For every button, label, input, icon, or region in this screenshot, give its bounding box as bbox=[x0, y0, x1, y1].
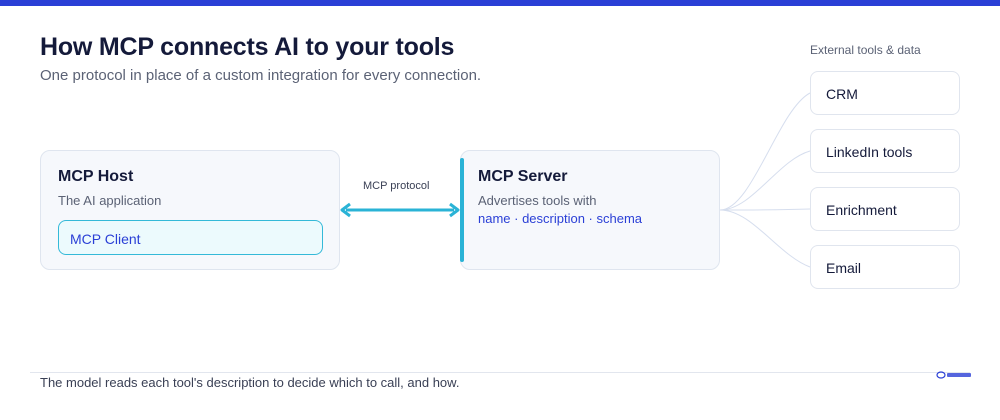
server-accent-bar bbox=[460, 158, 464, 262]
footer-note: The model reads each tool's description … bbox=[40, 375, 460, 390]
connector-linkedin bbox=[719, 150, 811, 211]
tool-label-email: Email bbox=[826, 260, 862, 276]
top-accent-bar bbox=[0, 0, 1000, 6]
page-subtitle: One protocol in place of a custom integr… bbox=[40, 67, 482, 84]
tool-card-linkedin bbox=[810, 129, 960, 173]
tool-card-enrichment bbox=[810, 187, 960, 231]
footer-divider bbox=[30, 372, 970, 373]
mcp-server-fields: name · description · schema bbox=[478, 211, 643, 226]
mcp-client-label: MCP Client bbox=[70, 231, 141, 247]
tool-label-crm: CRM bbox=[826, 86, 858, 102]
connector-crm bbox=[719, 92, 811, 211]
tool-label-linkedin: LinkedIn tools bbox=[826, 144, 913, 160]
connector-enrichment bbox=[719, 208, 811, 211]
mcp-server-box bbox=[460, 150, 720, 270]
tool-card-crm bbox=[810, 71, 960, 115]
protocol-label: MCP protocol bbox=[363, 180, 430, 192]
mcp-host-title: MCP Host bbox=[58, 168, 134, 185]
protocol-arrow bbox=[340, 202, 460, 218]
tool-label-enrichment: Enrichment bbox=[826, 202, 897, 218]
mcp-server-title: MCP Server bbox=[478, 168, 568, 185]
connector-email bbox=[719, 209, 811, 268]
mcp-client-box bbox=[58, 220, 323, 255]
page-title: How MCP connects AI to your tools bbox=[40, 33, 455, 61]
brand-logo-icon bbox=[936, 371, 971, 379]
mcp-host-subtitle: The AI application bbox=[58, 193, 162, 208]
external-tools-heading: External tools & data bbox=[810, 43, 921, 57]
tool-card-email bbox=[810, 245, 960, 289]
mcp-server-subtitle: Advertises tools with bbox=[478, 193, 597, 208]
